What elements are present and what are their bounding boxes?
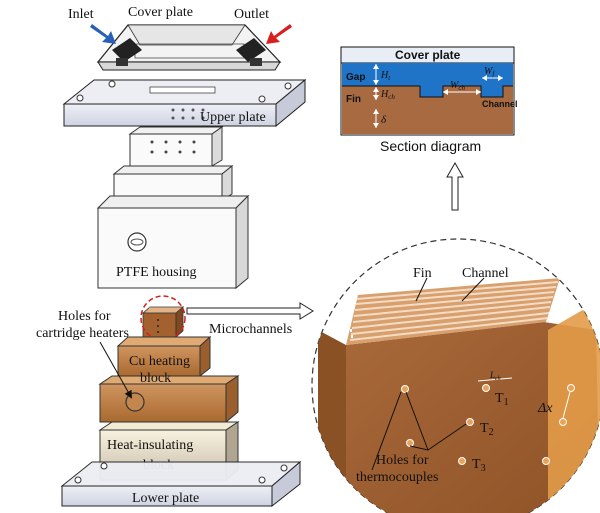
thermocouple-holes-label-line1: Holes for xyxy=(376,453,429,468)
section-caption: Section diagram xyxy=(380,138,481,154)
heater-holes-label-line2: cartridge heaters xyxy=(36,326,129,341)
lch-dimension xyxy=(477,377,513,382)
section-ht-label: Ht xyxy=(380,70,391,82)
microchannels-label: Microchannels xyxy=(209,322,292,337)
copper-test-section xyxy=(141,306,185,338)
section-channel-label: Channel xyxy=(482,99,518,109)
thermocouple-holes-label-line2: thermocouples xyxy=(356,470,438,485)
outlet-arrow xyxy=(266,24,292,44)
section-cover-plate-label: Cover plate xyxy=(395,48,461,62)
section-wch-label: Wch xyxy=(450,80,465,92)
cu-block-label-line1: Cu heating xyxy=(129,354,190,369)
hollow-arrow-right xyxy=(186,302,314,320)
section-diagram xyxy=(340,46,515,136)
t3-label: T3 xyxy=(472,457,486,474)
t1-label: T1 xyxy=(495,391,509,408)
cover-plate-assembly xyxy=(96,24,282,71)
fin-label: Fin xyxy=(413,266,432,281)
ptfe-housing-label: PTFE housing xyxy=(116,265,197,280)
heater-holes-leader xyxy=(99,341,132,399)
section-hch-label: Hch xyxy=(380,89,395,101)
delta-x-dimension xyxy=(562,391,571,419)
channel-leader xyxy=(461,277,485,302)
lower-plate xyxy=(60,460,302,508)
outlet-fitting xyxy=(236,38,266,66)
section-delta-label: δ xyxy=(381,114,387,126)
heater-holes-label-line1: Holes for xyxy=(58,309,111,324)
thermocouple-leaders xyxy=(371,391,467,471)
insulating-label-line1: Heat-insulating xyxy=(107,438,193,453)
delta-x-label: Δx xyxy=(537,401,553,416)
fin-leader xyxy=(415,277,428,302)
hollow-arrow-up xyxy=(446,161,464,211)
outlet-label: Outlet xyxy=(234,7,269,22)
channel-label: Channel xyxy=(462,266,509,281)
upper-plate-label: Upper plate xyxy=(200,110,266,125)
upper-plate xyxy=(62,78,307,128)
inlet-fitting xyxy=(112,38,142,66)
section-wf-label: Wf xyxy=(484,66,495,78)
t2-label: T2 xyxy=(480,421,494,438)
lower-plate-label: Lower plate xyxy=(132,491,199,506)
inlet-arrow xyxy=(90,24,116,44)
cover-plate-label: Cover plate xyxy=(128,5,193,20)
cu-heating-block xyxy=(98,335,240,424)
inlet-label: Inlet xyxy=(68,7,94,22)
cu-block-label-line2: block xyxy=(140,371,171,386)
section-gap-label: Gap xyxy=(346,72,365,83)
section-fin-label: Fin xyxy=(346,94,361,105)
lch-label: Lch xyxy=(489,370,501,382)
ptfe-housing xyxy=(96,126,250,290)
